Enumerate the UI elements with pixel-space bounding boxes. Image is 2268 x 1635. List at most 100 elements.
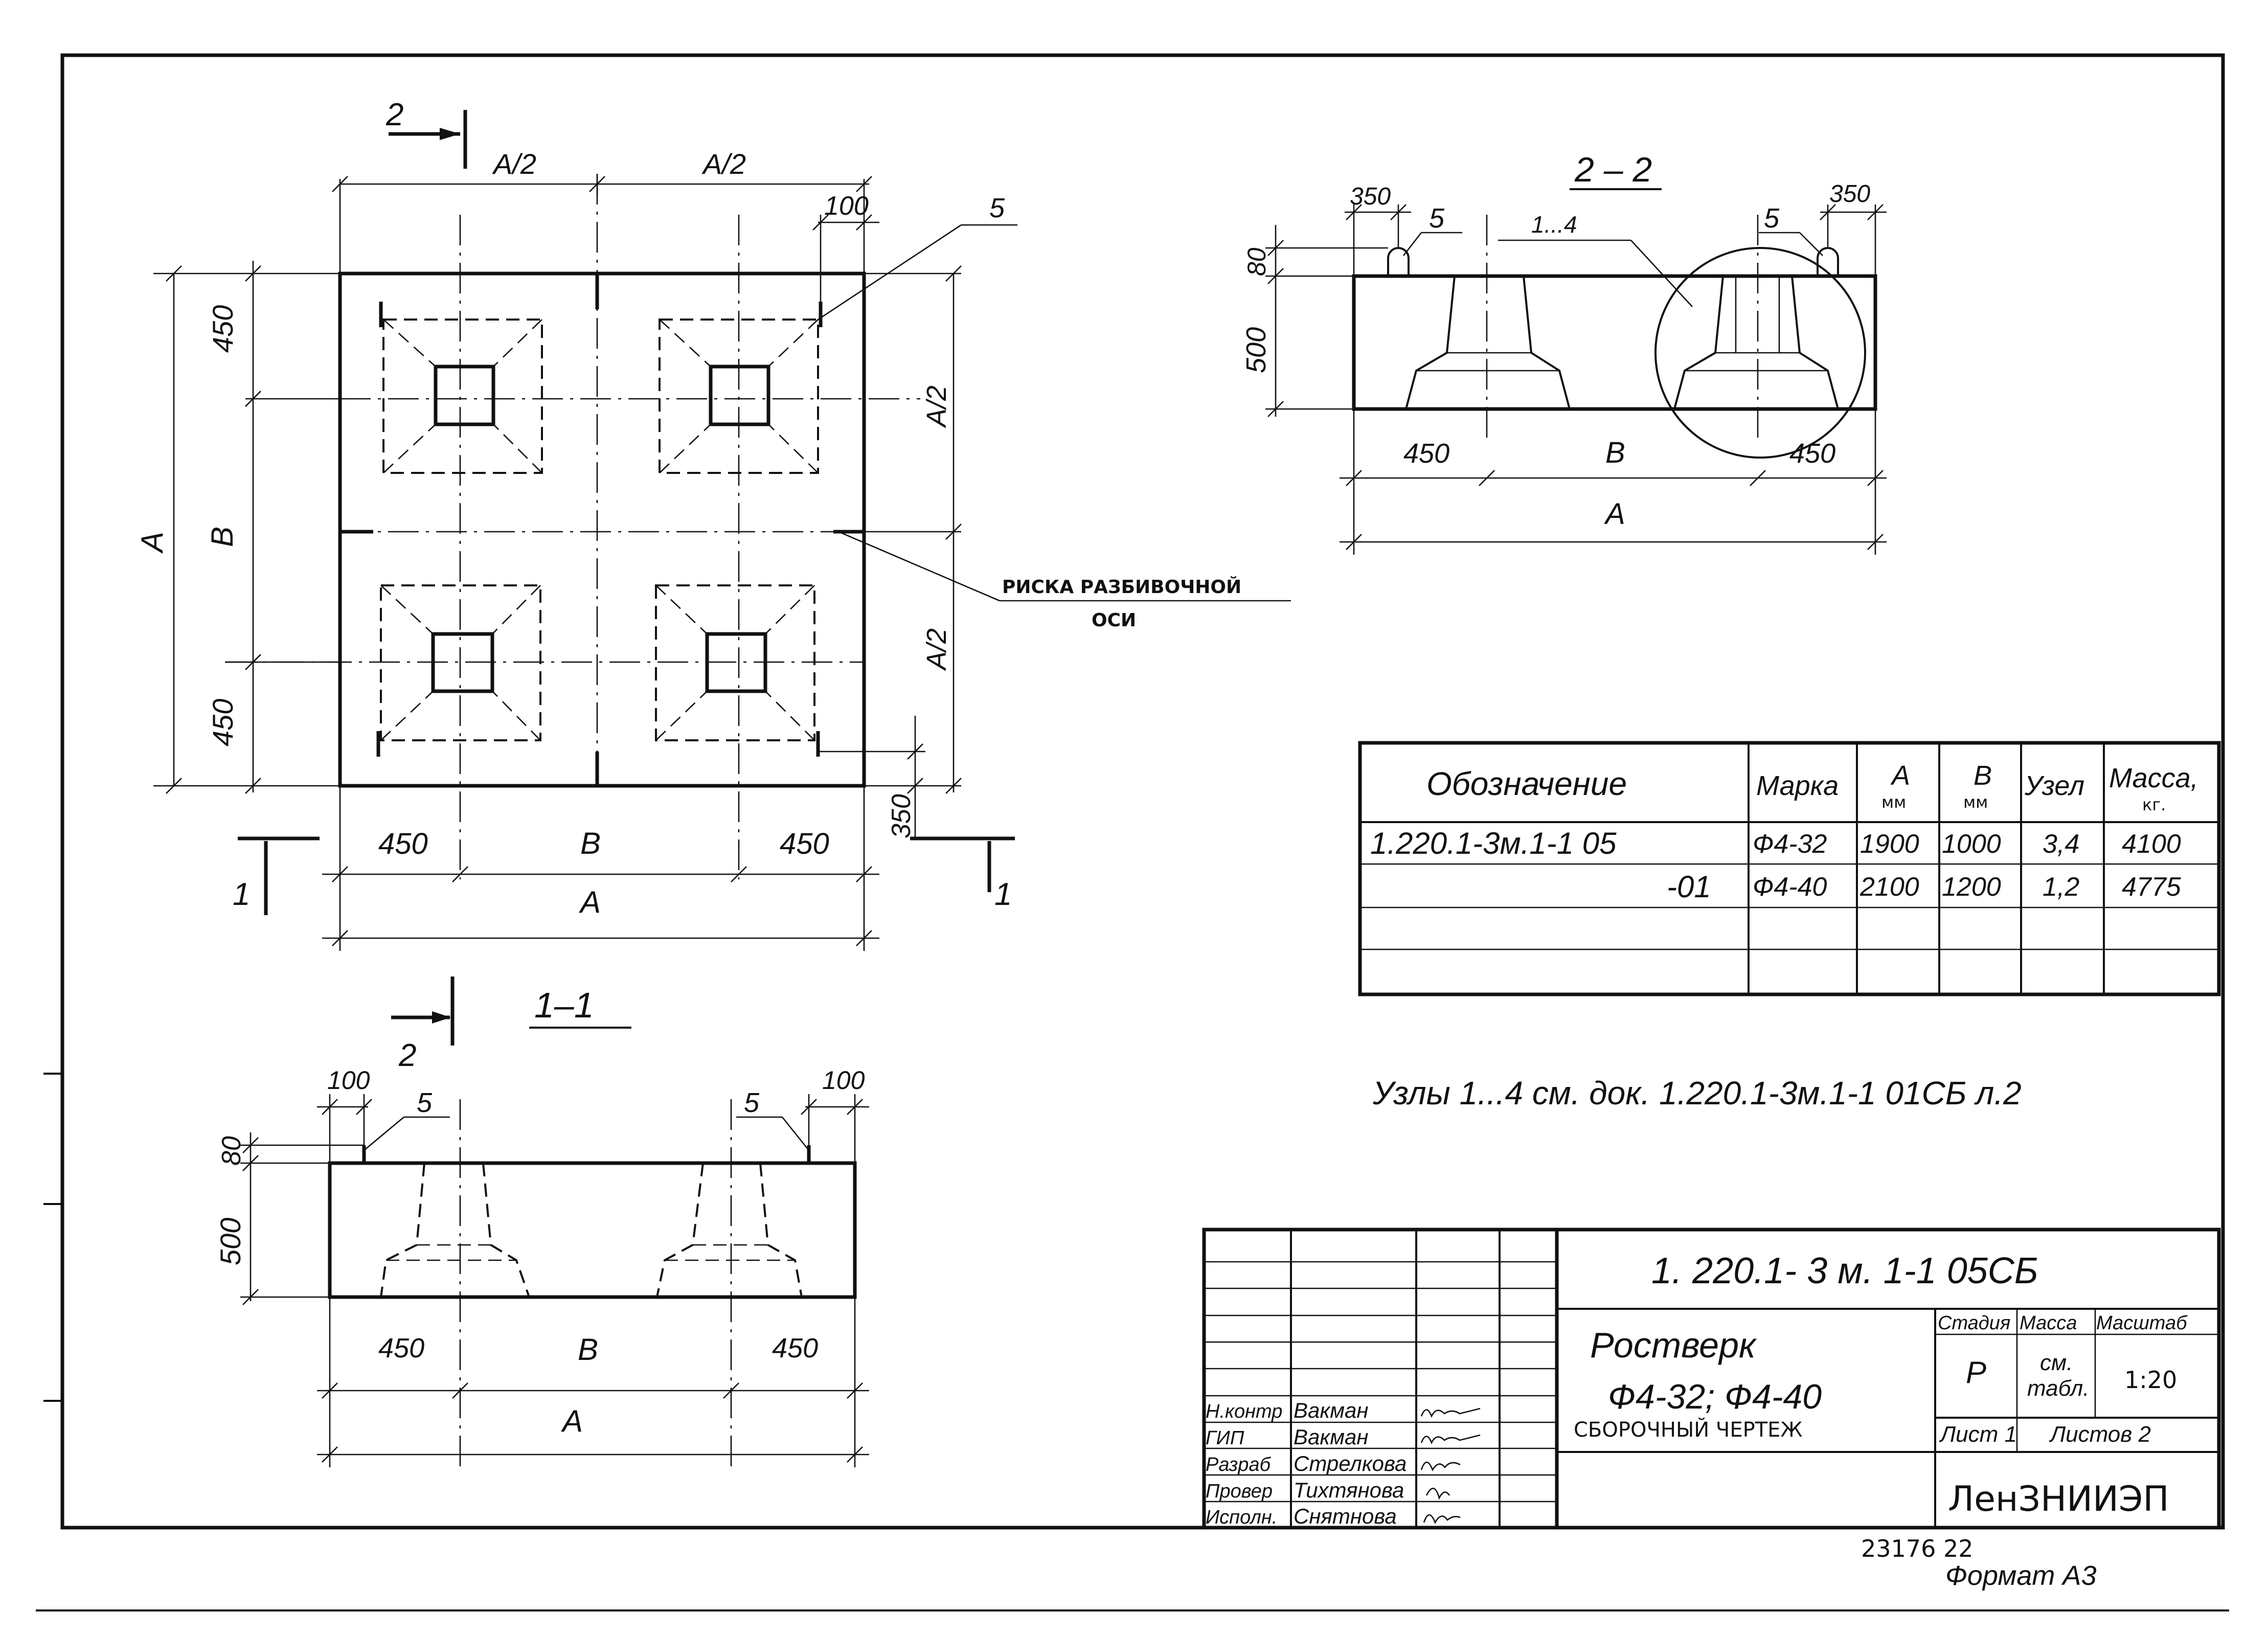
sheet-frame [36, 53, 2229, 1611]
plan-top-dimensions: A/2 A/2 100 [332, 148, 879, 307]
margin-ticks [43, 1073, 62, 1402]
signature-name: Стрелкова [1294, 1451, 1407, 1475]
section-1-1-dim-100-left: 100 [327, 1066, 370, 1095]
product-name-line2: Ф4-32; Ф4-40 [1608, 1377, 1822, 1416]
plan-dim-450-lower: 450 [207, 699, 239, 746]
signature-name: Вакман [1294, 1425, 1368, 1449]
spec-cell-a: 2100 [1859, 872, 1919, 902]
spec-cell-b: 1000 [1942, 829, 2001, 859]
pedestal-bottom-left [380, 584, 541, 741]
section-2-2-dim-a: A [1604, 497, 1625, 531]
plan-leaders: 5 РИСКА РАЗБИВОЧНОЙ ОСИ [818, 193, 1291, 631]
section-1-1-callout-5-right: 5 [744, 1087, 760, 1118]
handwritten-signatures [1420, 1407, 1481, 1525]
signature-name: Тихтянова [1294, 1478, 1404, 1502]
axis-mark-label-line1: РИСКА РАЗБИВОЧНОЙ [1002, 576, 1241, 598]
stage-label: Стадия [1938, 1312, 2010, 1334]
section-2-2-dim-500: 500 [1241, 327, 1272, 373]
scale-label: Масштаб [2096, 1312, 2188, 1334]
section-2-2-dim-80: 80 [1242, 247, 1271, 276]
spec-header-mark: Марка [1756, 770, 1839, 801]
plan-callout-5: 5 [989, 193, 1005, 223]
section-1-1-dim-500: 500 [214, 1218, 246, 1265]
organization: ЛенЗНИИЭП [1948, 1479, 2169, 1519]
section-1-1-view: 1–1 2 100 100 [214, 977, 869, 1472]
section-1-1-dim-a: A [561, 1404, 583, 1438]
section-2-2-dim-450-right: 450 [1789, 438, 1835, 469]
section-cut-markers: 2 1 1 [233, 97, 1015, 915]
section-1-1-dim-450-left: 450 [378, 1333, 424, 1364]
spec-cell-designation: 1.220.1-3м.1-1 05 [1370, 826, 1617, 860]
plan-cut-1-left: 1 [233, 877, 250, 912]
plan-left-dimensions: 450 B 450 A [135, 261, 340, 794]
section-2-2-dim-350-left: 350 [1350, 183, 1391, 210]
spec-header-mass-unit: кг. [2142, 795, 2166, 814]
stage-value: Р [1966, 1355, 1986, 1390]
signature-name: Вакман [1294, 1398, 1368, 1422]
spec-cell-a: 1900 [1860, 829, 1919, 859]
plan-dim-a-bottom: A [579, 885, 601, 919]
signature-role: Исполн. [1206, 1507, 1277, 1528]
signature-role: ГИП [1206, 1427, 1244, 1449]
plan-view: A/2 A/2 100 450 B 450 A [135, 97, 1291, 951]
pedestal-bottom-right [655, 584, 815, 741]
axis-marks [340, 274, 864, 786]
plan-dim-100: 100 [824, 191, 869, 221]
section-1-1-dim-80: 80 [217, 1136, 246, 1166]
section-2-2-dim-b: B [1605, 436, 1625, 469]
section-1-1-dim-450-right: 450 [772, 1333, 818, 1364]
plan-right-dimensions: A/2 A/2 350 [818, 265, 962, 838]
signature-role: Н.контр [1206, 1401, 1282, 1422]
section-2-2-callout-5-right: 5 [1764, 203, 1780, 234]
document-code: 1. 220.1- 3 м. 1-1 05СБ [1651, 1251, 2038, 1291]
plan-dim-a-half-right: A/2 [701, 148, 746, 180]
sheet-format: Формат А3 [1945, 1560, 2096, 1591]
section-2-2-title: 2 – 2 [1574, 150, 1652, 189]
plan-dim-450-upper: 450 [207, 305, 239, 353]
spec-header-a-unit: мм [1881, 792, 1906, 812]
sheet-label: Лист 1 [1939, 1422, 2017, 1447]
spec-cell-mass: 4100 [2122, 829, 2181, 859]
spec-header-designation: Обозначение [1426, 765, 1627, 802]
spec-header-a: A [1890, 760, 1910, 791]
inventory-number: 23176 22 [1861, 1535, 1974, 1562]
plan-dim-450-bottom-left: 450 [378, 827, 428, 860]
table-row: 1.220.1-3м.1-1 05 Ф4-32 1900 1000 3,4 41… [1370, 826, 2181, 860]
signature-role: Разраб [1206, 1454, 1272, 1475]
section-2-2-dim-350-right: 350 [1829, 180, 1870, 208]
section-2-2-callout-nodes: 1...4 [1531, 211, 1577, 238]
plan-dim-a-half-left: A/2 [492, 148, 536, 180]
spec-cell-mark: Ф4-32 [1753, 829, 1827, 859]
section-1-1-dim-100-right: 100 [822, 1066, 865, 1095]
plan-cut-1-right: 1 [994, 877, 1012, 912]
plan-dim-a-vertical: A [135, 532, 169, 554]
plan-dim-b-vertical: B [205, 527, 239, 547]
section-2-2-view: 2 – 2 350 350 5 [1241, 150, 1887, 555]
plan-bottom-dimensions: 450 B 450 A [322, 786, 879, 951]
table-row: -01 Ф4-40 2100 1200 1,2 4775 [1667, 870, 2182, 904]
plan-dim-450-bottom-right: 450 [780, 827, 829, 860]
section-2-2-dim-450-left: 450 [1403, 438, 1449, 469]
spec-cell-designation: -01 [1667, 870, 1711, 904]
spec-table: Обозначение Марка A мм B мм Узел Масса, … [1358, 741, 2221, 996]
plan-dim-350: 350 [887, 794, 916, 838]
section-1-1-dim-b: B [578, 1332, 598, 1367]
sheets-label: Листов 2 [2049, 1422, 2151, 1447]
pedestal-top-right [659, 319, 819, 474]
section-2-2-callout-5-left: 5 [1429, 203, 1445, 234]
product-name-line3: СБОРОЧНЫЙ ЧЕРТЕЖ [1574, 1417, 1803, 1442]
scale-value: 1:20 [2124, 1366, 2177, 1394]
spec-cell-b: 1200 [1942, 872, 2001, 902]
signature-name: Снятнова [1294, 1504, 1397, 1528]
spec-cell-mass: 4775 [2122, 872, 2182, 902]
nodes-reference-note: Узлы 1...4 см. док. 1.220.1-3м.1-1 01СБ … [1372, 1075, 2022, 1111]
plan-dim-a-half-lower: A/2 [921, 628, 952, 671]
section-1-1-title: 1–1 [534, 985, 594, 1025]
plan-dim-b-bottom: B [580, 826, 601, 860]
product-name-line1: Ростверк [1590, 1325, 1757, 1365]
spec-header-b-unit: мм [1963, 792, 1988, 812]
mass-value-line2: табл. [2027, 1376, 2089, 1401]
spec-header-node: Узел [2024, 770, 2084, 801]
axis-mark-label-line2: ОСИ [1092, 610, 1136, 631]
